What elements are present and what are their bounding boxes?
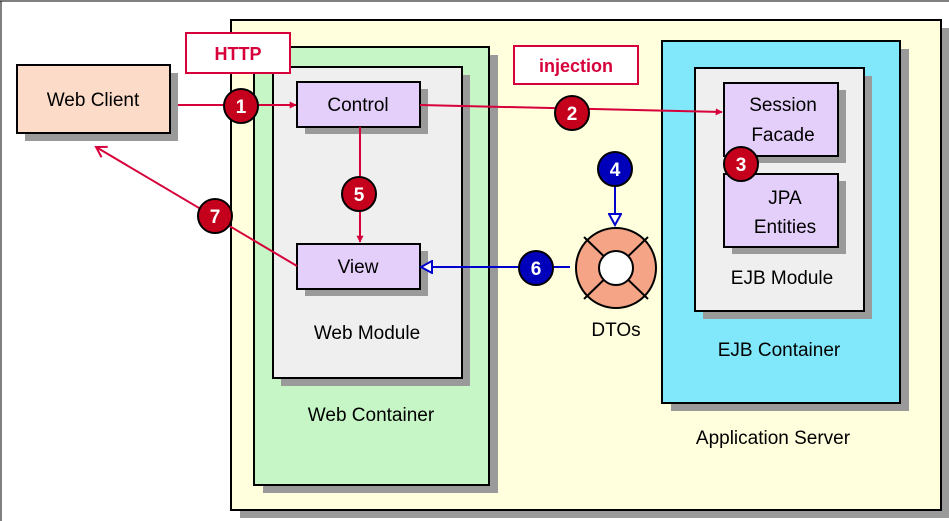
view-box[interactable]: View bbox=[296, 243, 428, 296]
step-badge-6: 6 bbox=[518, 250, 554, 286]
jpa-entities-label-line1: JPA bbox=[768, 188, 802, 209]
step-badge-3-number: 3 bbox=[736, 155, 747, 176]
injection-tag-label: injection bbox=[539, 56, 613, 76]
step-badge-2-number: 2 bbox=[567, 104, 578, 125]
dtos-icon bbox=[575, 227, 657, 309]
step-badge-4-number: 4 bbox=[610, 160, 621, 181]
ejb-module-label: EJB Module bbox=[731, 268, 833, 289]
step-badge-7: 7 bbox=[197, 198, 233, 234]
step-badge-5: 5 bbox=[341, 176, 377, 212]
session-facade-label-line2: Facade bbox=[751, 125, 814, 146]
step-badge-7-number: 7 bbox=[210, 207, 221, 228]
dtos-label: DTOs bbox=[591, 320, 640, 341]
step-badge-1: 1 bbox=[223, 88, 259, 124]
session-facade-box[interactable]: Session Facade bbox=[723, 82, 846, 163]
step-badge-3: 3 bbox=[723, 146, 759, 182]
step-badges: 1 2 3 4 5 6 7 bbox=[197, 88, 759, 286]
web-module-label: Web Module bbox=[314, 323, 420, 344]
jpa-entities-box[interactable]: JPA Entities bbox=[723, 173, 846, 254]
ejb-container-label: EJB Container bbox=[718, 340, 841, 361]
control-box[interactable]: Control bbox=[296, 81, 428, 134]
arrow-view-to-client bbox=[94, 145, 298, 267]
control-label: Control bbox=[327, 95, 388, 116]
step-badge-4: 4 bbox=[597, 151, 633, 187]
view-label: View bbox=[338, 257, 379, 278]
injection-tag: injection bbox=[513, 45, 639, 85]
jpa-entities-label-line2: Entities bbox=[754, 217, 816, 238]
step-badge-2: 2 bbox=[554, 95, 590, 131]
web-container-label: Web Container bbox=[308, 405, 435, 426]
web-client-box[interactable]: Web Client bbox=[16, 64, 178, 141]
http-tag-label: HTTP bbox=[215, 44, 262, 64]
session-facade-label-line1: Session bbox=[749, 95, 817, 116]
web-client-label: Web Client bbox=[47, 90, 140, 111]
step-badge-6-number: 6 bbox=[531, 259, 542, 280]
http-tag: HTTP bbox=[185, 32, 291, 74]
step-badge-1-number: 1 bbox=[236, 97, 247, 118]
step-badge-5-number: 5 bbox=[354, 185, 365, 206]
application-server-label: Application Server bbox=[696, 428, 851, 449]
